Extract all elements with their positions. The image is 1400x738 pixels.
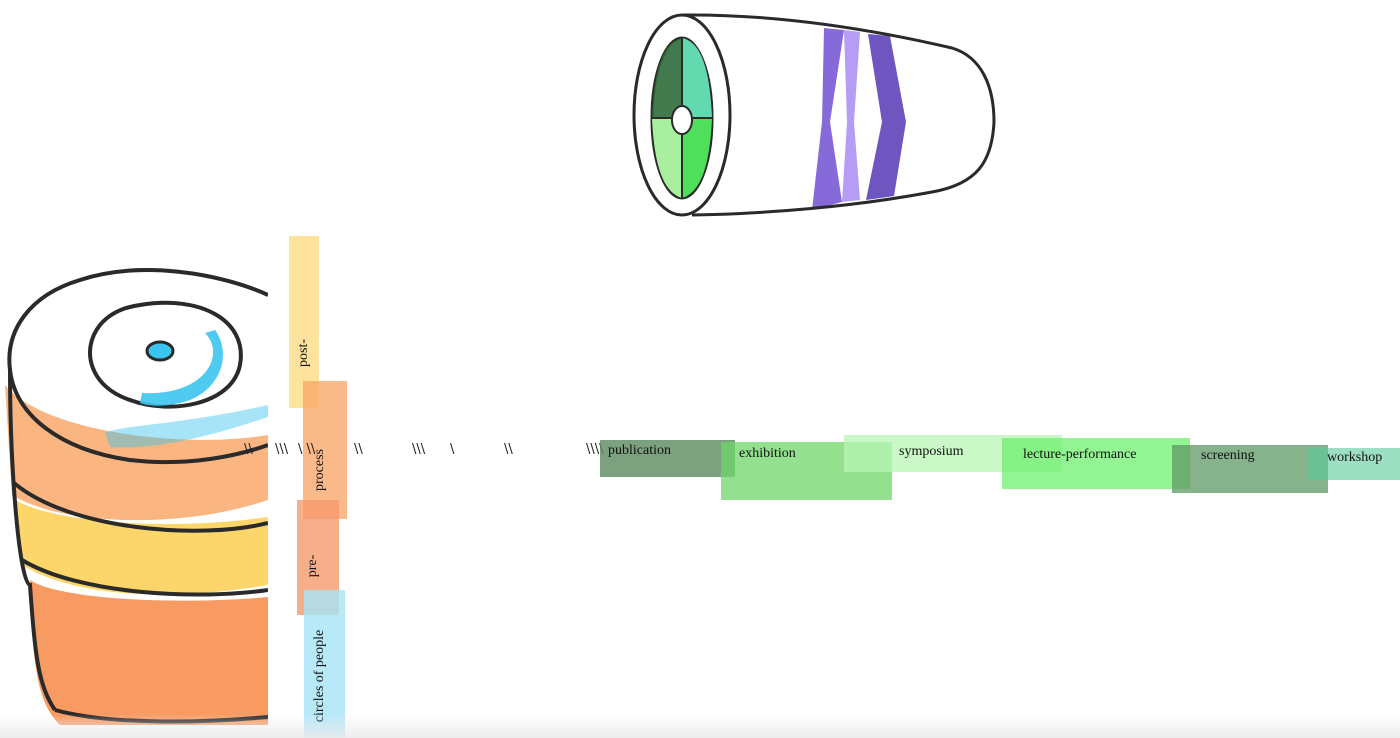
- tube-body-outline: [681, 13, 996, 217]
- cylinder-middle-band: [15, 500, 268, 595]
- cylinder-left-side: [8, 369, 57, 712]
- stage-label-circles: circles of people: [312, 629, 327, 723]
- layered-cylinder-illustration: [5, 268, 268, 725]
- stage-label-pre: pre-: [305, 554, 320, 578]
- cylinder-inner-arc: [140, 330, 223, 406]
- format-label-workshop: workshop: [1327, 450, 1383, 465]
- tube-purple-band-2: [842, 30, 860, 202]
- format-bar-workshop[interactable]: [1308, 448, 1400, 480]
- slash-mark: \: [450, 442, 455, 457]
- tube-segment-dark: [652, 38, 682, 118]
- slash-mark: \\: [354, 442, 363, 457]
- format-bar-screening[interactable]: [1172, 445, 1328, 493]
- slash-mark: \\\: [412, 442, 426, 457]
- stage-bar-circles[interactable]: [304, 590, 345, 738]
- cylinder-inner-ring: [88, 300, 243, 409]
- tube-segment-pale: [652, 118, 682, 198]
- cylinder-blue-swirl: [105, 405, 268, 448]
- slash-mark: \ \\: [298, 442, 316, 457]
- cylinder-line-1: [12, 481, 268, 533]
- stage-bar-process[interactable]: [303, 381, 347, 519]
- tube-purple-band-1: [812, 28, 844, 210]
- format-label-lecture-performance: lecture-performance: [1023, 447, 1137, 462]
- cylinder-line-2: [20, 558, 268, 597]
- bottom-fade: [0, 714, 1400, 738]
- slash-mark: \\\: [275, 442, 289, 457]
- cylinder-bottom-band: [30, 580, 268, 725]
- slash-mark: \\: [504, 442, 513, 457]
- cylinder-top-band: [5, 385, 268, 521]
- tube-segment-teal: [682, 38, 712, 118]
- tube-illustration: [632, 13, 996, 217]
- cylinder-center-dot: [145, 340, 175, 362]
- format-label-screening: screening: [1201, 448, 1255, 463]
- format-label-exhibition: exhibition: [739, 446, 796, 461]
- format-bar-publication[interactable]: [600, 440, 735, 477]
- slash-mark: \\\\: [586, 442, 604, 457]
- cylinder-top-outline: [7, 268, 268, 465]
- slash-connector: \\ \\\ \ \\ \\ \\\ \ \\ \\\\: [0, 442, 620, 462]
- tube-purple-band-3: [866, 34, 906, 200]
- tube-segment-bright: [682, 118, 712, 198]
- tube-hub: [671, 105, 693, 135]
- slash-mark: \\: [244, 442, 253, 457]
- format-bar-lecture-performance[interactable]: [1002, 438, 1190, 489]
- stage-bar-post[interactable]: [289, 236, 319, 408]
- stage-label-post: post-: [296, 339, 311, 367]
- format-label-publication: publication: [608, 443, 671, 458]
- format-label-symposium: symposium: [899, 444, 964, 459]
